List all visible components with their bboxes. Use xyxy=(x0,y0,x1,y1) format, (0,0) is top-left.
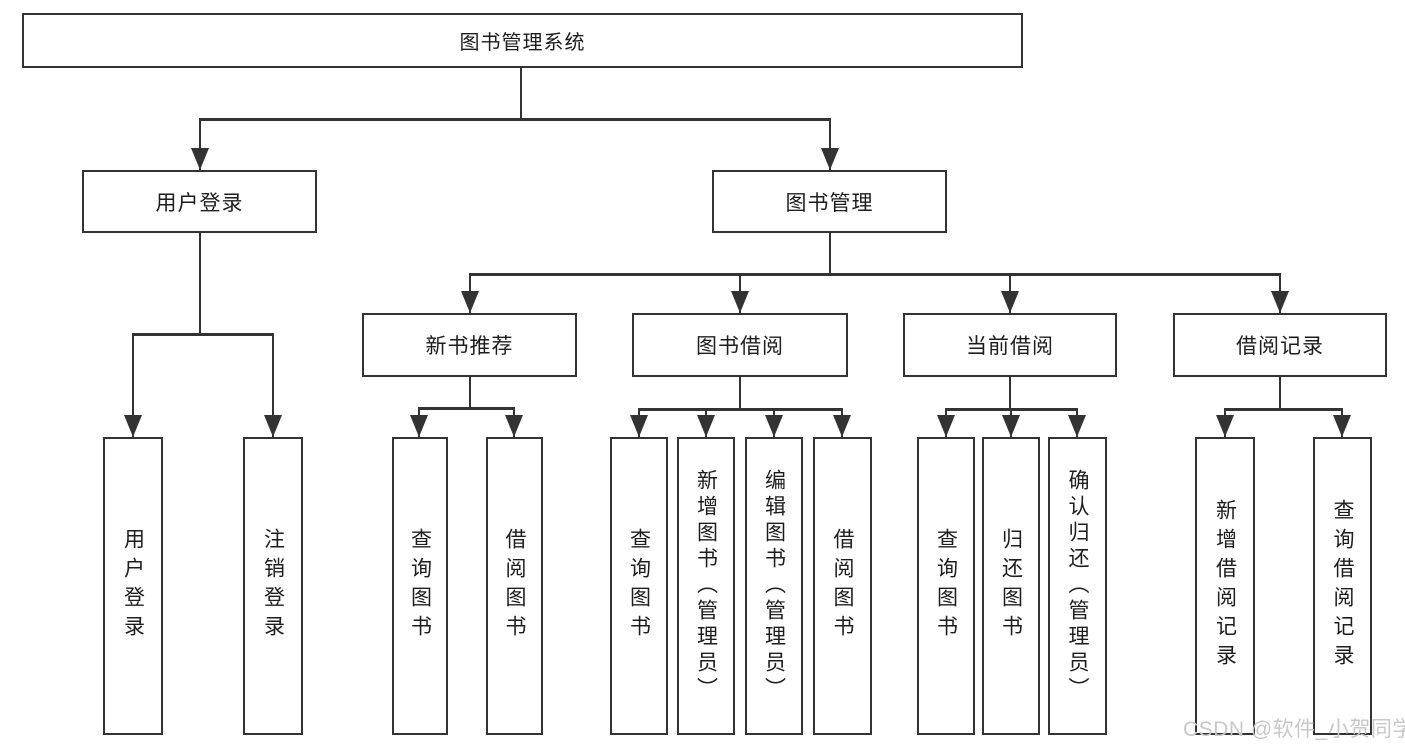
arrow-down-icon xyxy=(461,291,479,313)
connector-line xyxy=(637,408,843,411)
node-borrowing-records: 借阅记录 xyxy=(1173,313,1387,377)
arrow-down-icon xyxy=(731,291,749,313)
connector-line xyxy=(417,407,515,410)
connector-line xyxy=(1223,408,1343,411)
node-library-system: 图书管理系统 xyxy=(22,13,1023,68)
csdn-watermark: CSDN @软件_小贺同学 xyxy=(1183,718,1405,741)
node-label: 当前借阅 xyxy=(966,335,1054,358)
arrow-down-icon xyxy=(1002,415,1020,437)
arrow-down-icon xyxy=(630,415,648,437)
leaf-query-borrow-record: 查询借阅记录 xyxy=(1313,437,1372,735)
leaf-add-borrow-record: 新增借阅记录 xyxy=(1195,437,1255,735)
connector-line xyxy=(468,377,472,407)
node-label: 查询图书 xyxy=(627,528,651,644)
node-label: 图书管理系统 xyxy=(459,32,586,54)
arrow-down-icon xyxy=(821,148,839,170)
node-label: 查询借阅记录 xyxy=(1331,499,1354,673)
node-label: 新增借阅记录 xyxy=(1213,499,1237,673)
node-book-management: 图书管理 xyxy=(712,170,947,233)
connector-line xyxy=(198,118,202,170)
connector-line xyxy=(828,118,832,170)
node-label: 用户登录 xyxy=(155,191,244,215)
arrow-down-icon xyxy=(1333,415,1351,437)
node-user-login: 用户登录 xyxy=(82,170,317,233)
node-label: 查询图书 xyxy=(934,528,958,644)
arrow-down-icon xyxy=(505,415,523,437)
node-label: 注销登录 xyxy=(261,528,285,644)
connector-line xyxy=(1278,377,1282,408)
leaf-borrow-books-recommend: 借阅图书 xyxy=(486,437,543,735)
node-label: 图书借阅 xyxy=(696,335,784,358)
arrow-down-icon xyxy=(1271,291,1289,313)
arrow-down-icon xyxy=(1068,415,1086,437)
arrow-down-icon xyxy=(410,415,428,437)
arrow-down-icon xyxy=(697,415,715,437)
connector-line xyxy=(468,273,1282,276)
connector-line xyxy=(1008,377,1012,408)
node-label: 编辑图书（管理员） xyxy=(762,469,786,703)
connector-line xyxy=(131,333,135,437)
connector-line xyxy=(828,233,832,273)
node-book-borrowing: 图书借阅 xyxy=(632,313,848,377)
leaf-borrow-books-borrow: 借阅图书 xyxy=(813,437,872,735)
arrow-down-icon xyxy=(1001,291,1019,313)
leaf-add-book-admin: 新增图书（管理员） xyxy=(677,437,735,735)
node-label: 新增图书（管理员） xyxy=(694,469,718,703)
leaf-edit-book-admin: 编辑图书（管理员） xyxy=(745,437,803,735)
node-label: 查询图书 xyxy=(408,528,432,644)
leaf-logout: 注销登录 xyxy=(243,437,303,735)
arrow-down-icon xyxy=(833,415,851,437)
node-label: 确认归还（管理员） xyxy=(1066,469,1089,703)
node-label: 借阅记录 xyxy=(1236,335,1324,358)
leaf-query-books-borrow: 查询图书 xyxy=(610,437,668,735)
node-label: 图书管理 xyxy=(785,191,874,215)
connector-line xyxy=(198,118,832,121)
node-label: 借阅图书 xyxy=(831,528,854,644)
connector-line xyxy=(519,68,523,118)
node-label: 归还图书 xyxy=(999,528,1023,644)
leaf-query-books-current: 查询图书 xyxy=(917,437,975,735)
leaf-query-books-recommend: 查询图书 xyxy=(392,437,448,735)
connector-line xyxy=(131,333,275,336)
node-label: 新书推荐 xyxy=(425,335,514,358)
node-label: 用户登录 xyxy=(121,528,145,644)
arrow-down-icon xyxy=(937,415,955,437)
node-new-book-recommend: 新书推荐 xyxy=(362,313,577,377)
connector-line xyxy=(738,377,742,408)
node-label: 借阅图书 xyxy=(503,528,526,644)
node-current-borrowing: 当前借阅 xyxy=(903,313,1117,377)
leaf-confirm-return-admin: 确认归还（管理员） xyxy=(1048,437,1107,735)
arrow-down-icon xyxy=(191,148,209,170)
arrow-down-icon xyxy=(765,415,783,437)
connector-line xyxy=(198,233,202,333)
leaf-return-books: 归还图书 xyxy=(982,437,1040,735)
leaf-user-login: 用户登录 xyxy=(103,437,163,735)
arrow-down-icon xyxy=(264,415,282,437)
connector-line xyxy=(271,333,275,437)
arrow-down-icon xyxy=(124,415,142,437)
arrow-down-icon xyxy=(1216,415,1234,437)
